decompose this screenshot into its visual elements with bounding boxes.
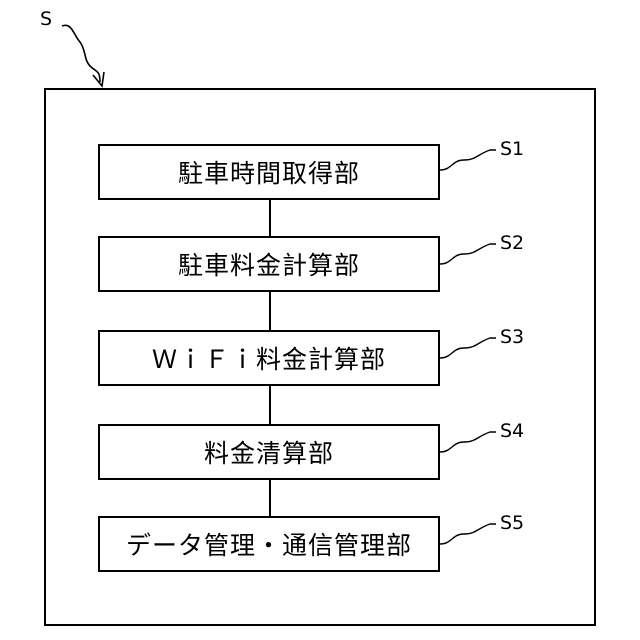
ref-label-s1: S1 <box>500 140 524 159</box>
outer-label: S <box>40 10 52 29</box>
outer-leader-line <box>62 25 100 82</box>
block-parking-fee-calculation: 駐車料金計算部 <box>98 236 440 292</box>
ref-label-s2: S2 <box>500 234 524 253</box>
ref-label-s3: S3 <box>500 328 524 347</box>
ref-label-s5: S5 <box>500 514 524 533</box>
block-wifi-fee-calculation: ＷｉＦｉ料金計算部 <box>98 330 440 386</box>
ref-label-s4: S4 <box>500 422 524 441</box>
block-fee-settlement: 料金清算部 <box>98 424 440 480</box>
block-parking-time-acquisition: 駐車時間取得部 <box>98 144 440 200</box>
block-data-communication-management: データ管理・通信管理部 <box>98 516 440 572</box>
